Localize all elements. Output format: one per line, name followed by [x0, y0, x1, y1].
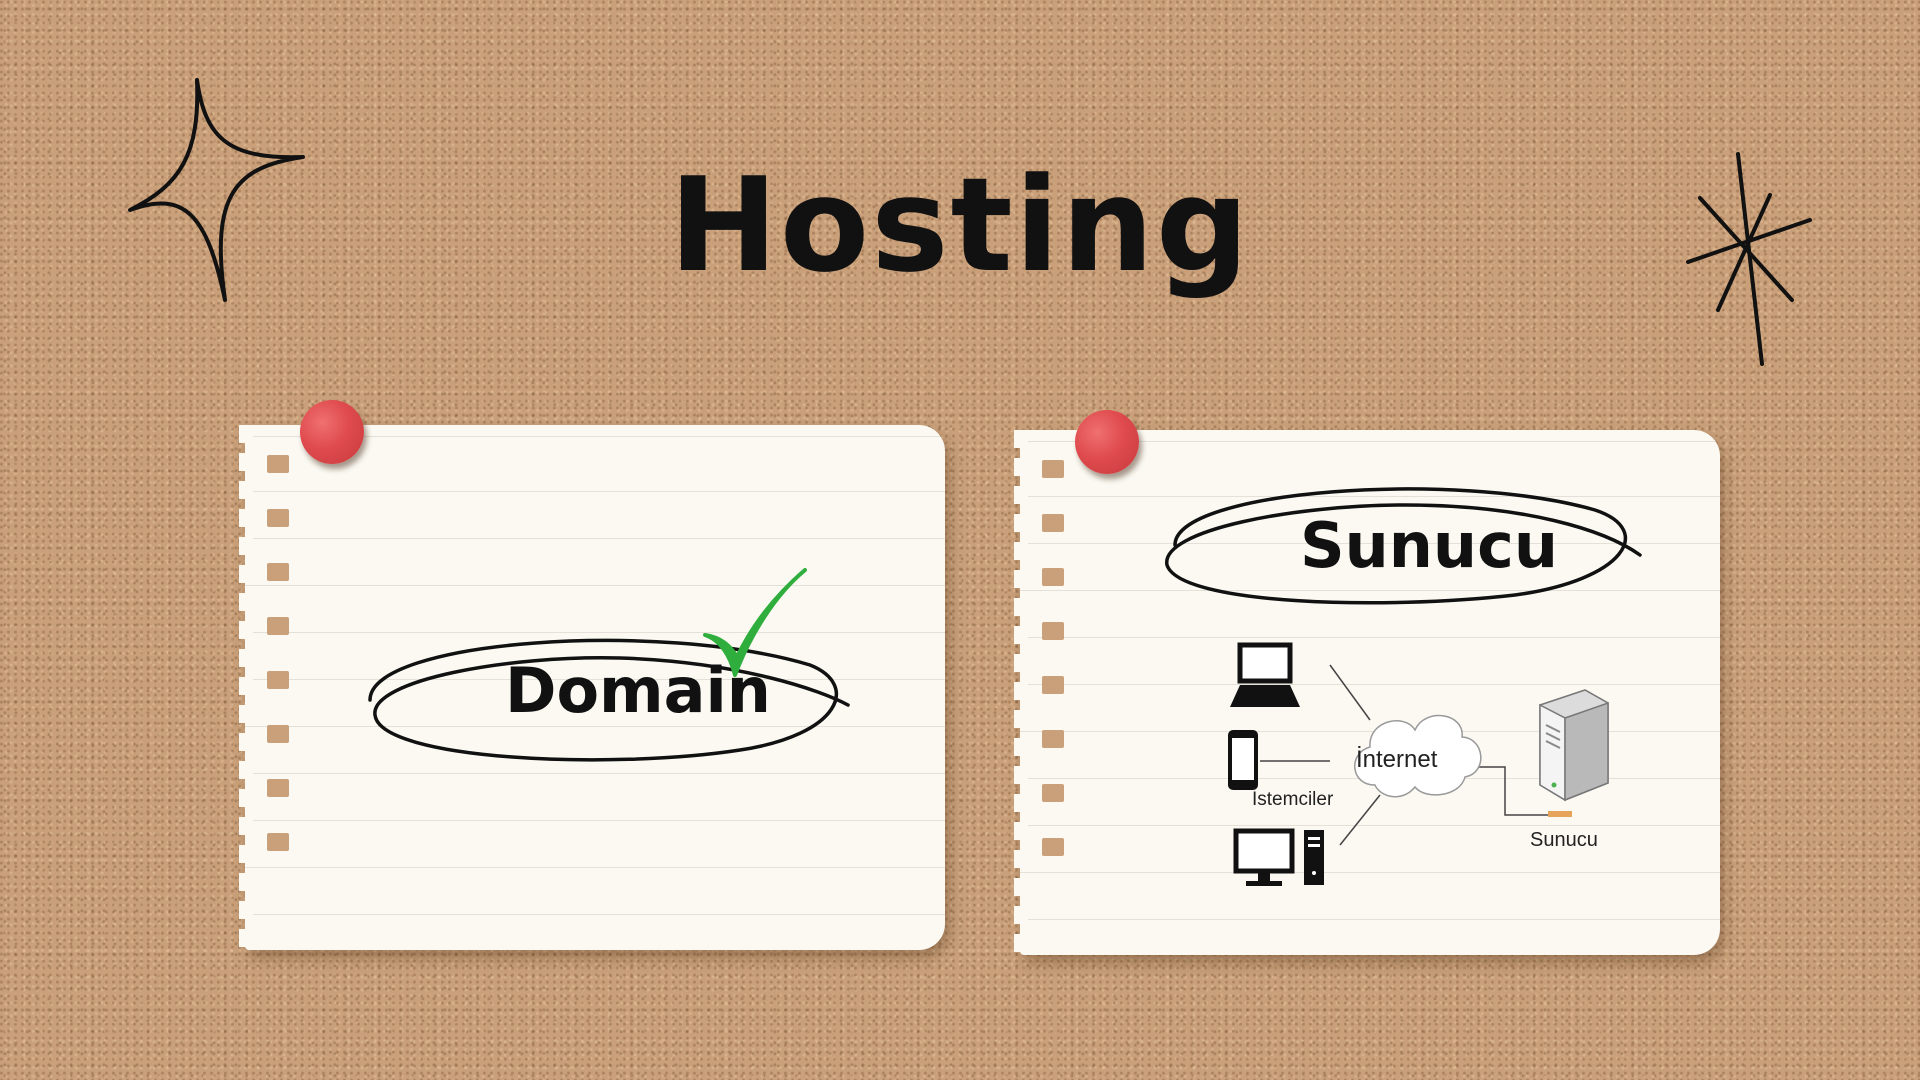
domain-label: Domain — [505, 654, 771, 727]
red-pushpin — [1075, 410, 1139, 474]
torn-edge — [239, 425, 253, 950]
cloud-label: İnternet — [1356, 746, 1438, 773]
server-title-label: Sunucu — [1300, 509, 1558, 582]
binder-holes — [1042, 460, 1066, 892]
connection-line — [1329, 664, 1371, 721]
desktop-icon — [1233, 828, 1295, 886]
phone-icon — [1228, 730, 1258, 790]
tower-icon — [1304, 830, 1324, 885]
network-diagram — [1228, 642, 1609, 886]
server-icon — [1539, 689, 1609, 817]
connection-line — [1339, 794, 1381, 846]
torn-edge — [1014, 430, 1028, 955]
binder-holes — [267, 455, 291, 887]
connection-line — [1478, 766, 1550, 816]
page-title: Hosting — [669, 149, 1251, 301]
checkmark-icon — [703, 568, 807, 677]
hand-drawn-oval — [368, 638, 850, 762]
sparkle-icon — [128, 78, 305, 302]
cloud-icon — [1354, 714, 1482, 798]
domain-note — [239, 425, 945, 950]
server-note — [1014, 430, 1720, 955]
red-pushpin — [300, 400, 364, 464]
star-icon — [1686, 152, 1812, 366]
clients-label: İstemciler — [1252, 789, 1334, 810]
hand-drawn-oval — [1165, 487, 1642, 605]
server-label: Sunucu — [1530, 829, 1598, 851]
laptop-icon — [1230, 642, 1300, 707]
